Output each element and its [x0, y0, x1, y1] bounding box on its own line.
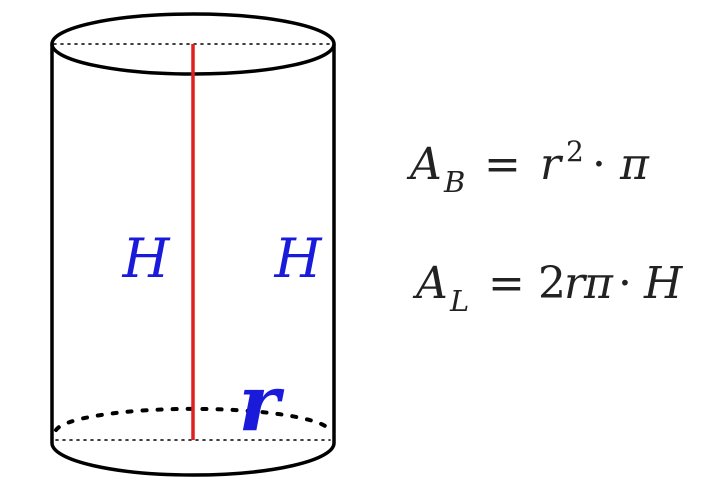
formula-base-area-r: r	[540, 139, 564, 190]
formula-lateral-area-dot: ·	[618, 258, 632, 309]
formula-base-area-exponent: 2	[566, 135, 584, 168]
formula-base-area-symbol: A	[406, 139, 442, 190]
formula-lateral-area-equals: =	[488, 258, 525, 309]
formula-base-area-dot: ·	[592, 139, 606, 190]
formula-base-area: A B = r 2 · π	[406, 135, 650, 199]
height-label-left: H	[121, 227, 170, 290]
formula-lateral-area-subscript: L	[449, 284, 469, 318]
formula-lateral-area-H: H	[643, 258, 684, 309]
bottom-front-arc	[50, 442, 336, 477]
formula-lateral-area-pi: π	[583, 258, 614, 309]
formula-lateral-area-coefficient: 2	[538, 258, 566, 309]
formula-base-area-equals: =	[484, 139, 521, 190]
formula-lateral-area-r: r	[564, 258, 588, 309]
height-label-right: H	[273, 227, 322, 290]
formula-lateral-area: A L = 2 r π · H	[412, 258, 684, 318]
formula-lateral-area-symbol: A	[412, 258, 448, 309]
radius-label: r	[238, 358, 284, 449]
formula-base-area-subscript: B	[443, 165, 465, 199]
formula-base-area-pi: π	[619, 139, 650, 190]
